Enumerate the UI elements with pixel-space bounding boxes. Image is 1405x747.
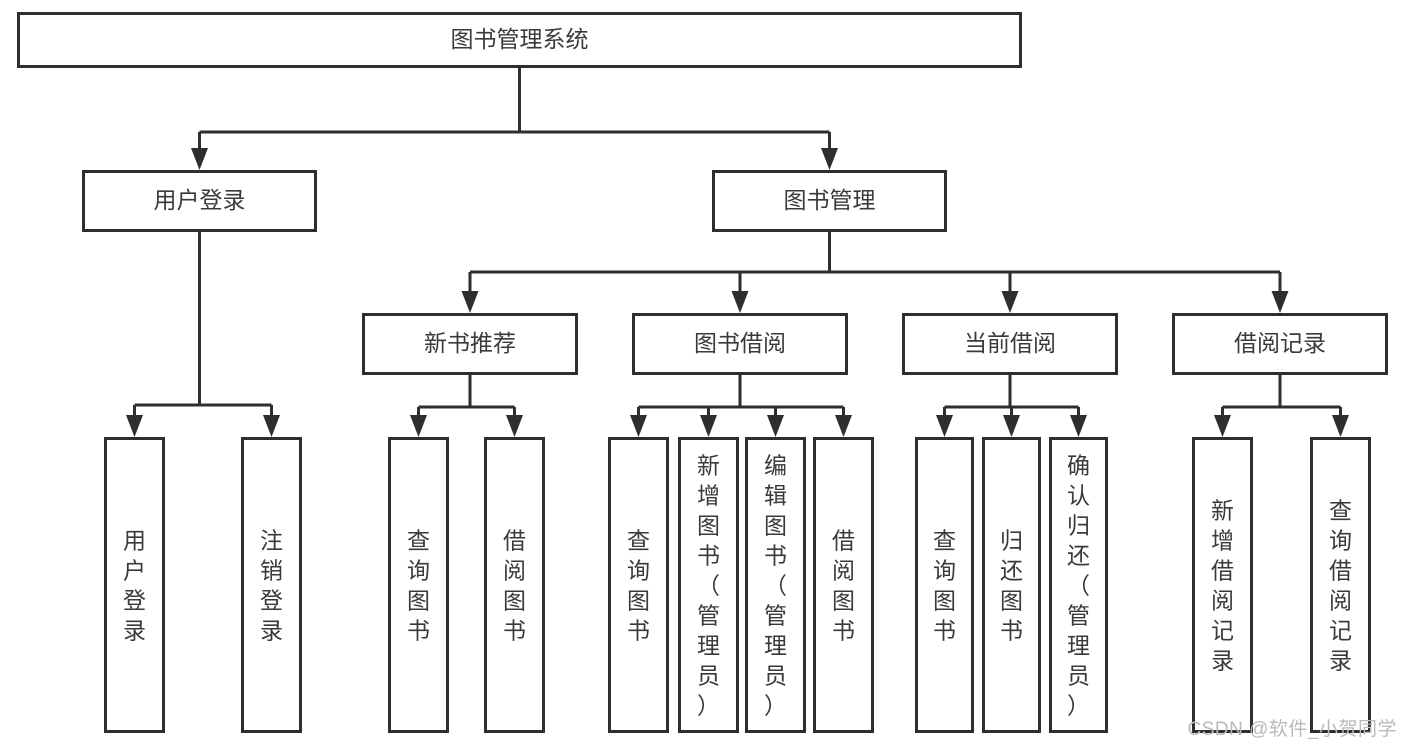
node-label: 注销登录: [260, 527, 283, 643]
node-root[interactable]: 图书管理系统: [17, 12, 1022, 68]
node-box: [1049, 437, 1108, 733]
arrow-head-icon: [1003, 415, 1020, 437]
node-box: [1172, 313, 1388, 375]
node-box: [915, 437, 974, 733]
node-label: 新增图书（管理员）: [697, 452, 720, 718]
watermark-csdn: CSDN @软件_小贺同学: [1187, 719, 1397, 740]
node-box: [902, 313, 1118, 375]
node-label: 新书推荐: [424, 330, 516, 356]
node-records[interactable]: 借阅记录: [1172, 313, 1388, 375]
arrow-head-icon: [700, 415, 717, 437]
node-leaf-q3[interactable]: 查询图书: [915, 437, 974, 733]
arrow-head-icon: [263, 415, 280, 437]
arrow-head-icon: [936, 415, 953, 437]
node-label: 查询图书: [933, 527, 956, 643]
node-box: [712, 170, 947, 232]
node-leaf-q1[interactable]: 查询图书: [388, 437, 449, 733]
node-label: 图书管理: [784, 187, 876, 213]
node-label: 借阅图书: [503, 527, 526, 643]
node-box: [484, 437, 545, 733]
arrow-head-icon: [767, 415, 784, 437]
arrow-head-icon: [126, 415, 143, 437]
node-leaf-b1[interactable]: 借阅图书: [484, 437, 545, 733]
node-leaf-b2[interactable]: 借阅图书: [813, 437, 874, 733]
arrow-head-icon: [506, 415, 523, 437]
node-box: [82, 170, 317, 232]
node-label: 用户登录: [123, 527, 146, 643]
node-label: 编辑图书（管理员）: [764, 452, 787, 718]
node-current[interactable]: 当前借阅: [902, 313, 1118, 375]
node-box: [982, 437, 1041, 733]
node-box: [17, 12, 1022, 68]
node-box: [813, 437, 874, 733]
node-label: 借阅记录: [1234, 330, 1326, 356]
arrow-head-icon: [630, 415, 647, 437]
node-leaf-q2[interactable]: 查询图书: [608, 437, 669, 733]
node-bookmgmt[interactable]: 图书管理: [712, 170, 947, 232]
node-label: 查询图书: [407, 527, 430, 643]
node-box: [241, 437, 302, 733]
node-label: 用户登录: [154, 187, 246, 213]
node-box: [362, 313, 578, 375]
node-label: 图书管理系统: [451, 26, 589, 52]
node-leaf-edit[interactable]: 编辑图书（管理员）: [745, 437, 806, 733]
node-box: [1192, 437, 1253, 733]
node-label: 借阅图书: [832, 527, 855, 643]
arrow-head-icon: [1332, 415, 1349, 437]
arrow-head-icon: [410, 415, 427, 437]
node-box: [104, 437, 165, 733]
node-label: 查询借阅记录: [1329, 497, 1352, 673]
node-label: 图书借阅: [694, 330, 786, 356]
node-leaf-logout[interactable]: 注销登录: [241, 437, 302, 733]
node-box: [608, 437, 669, 733]
node-box: [745, 437, 806, 733]
node-box: [678, 437, 739, 733]
node-label: 归还图书: [1000, 527, 1023, 643]
node-login[interactable]: 用户登录: [82, 170, 317, 232]
node-leaf-add[interactable]: 新增图书（管理员）: [678, 437, 739, 733]
arrow-head-icon: [1070, 415, 1087, 437]
arrow-head-icon: [1214, 415, 1231, 437]
node-label: 确认归还（管理员）: [1067, 452, 1090, 718]
node-leaf-qrec[interactable]: 查询借阅记录: [1310, 437, 1371, 733]
arrow-head-icon: [835, 415, 852, 437]
arrow-head-icon: [1271, 291, 1289, 313]
node-label: 查询图书: [627, 527, 650, 643]
node-label: 新增借阅记录: [1211, 497, 1234, 673]
node-label: 当前借阅: [964, 330, 1056, 356]
arrow-head-icon: [191, 148, 208, 170]
arrow-head-icon: [731, 291, 749, 313]
node-leaf-confirm[interactable]: 确认归还（管理员）: [1049, 437, 1108, 733]
node-newbook[interactable]: 新书推荐: [362, 313, 578, 375]
node-leaf-return[interactable]: 归还图书: [982, 437, 1041, 733]
node-box: [388, 437, 449, 733]
node-box: [632, 313, 848, 375]
arrow-head-icon: [461, 291, 479, 313]
arrow-head-icon: [1001, 291, 1019, 313]
arrow-head-icon: [821, 148, 838, 170]
node-borrow[interactable]: 图书借阅: [632, 313, 848, 375]
nodes-layer: 图书管理系统用户登录图书管理新书推荐图书借阅当前借阅借阅记录用户登录注销登录查询…: [17, 12, 1388, 733]
node-box: [1310, 437, 1371, 733]
node-leaf-addrec[interactable]: 新增借阅记录: [1192, 437, 1253, 733]
node-leaf-login[interactable]: 用户登录: [104, 437, 165, 733]
edges-layer: [126, 68, 1349, 437]
